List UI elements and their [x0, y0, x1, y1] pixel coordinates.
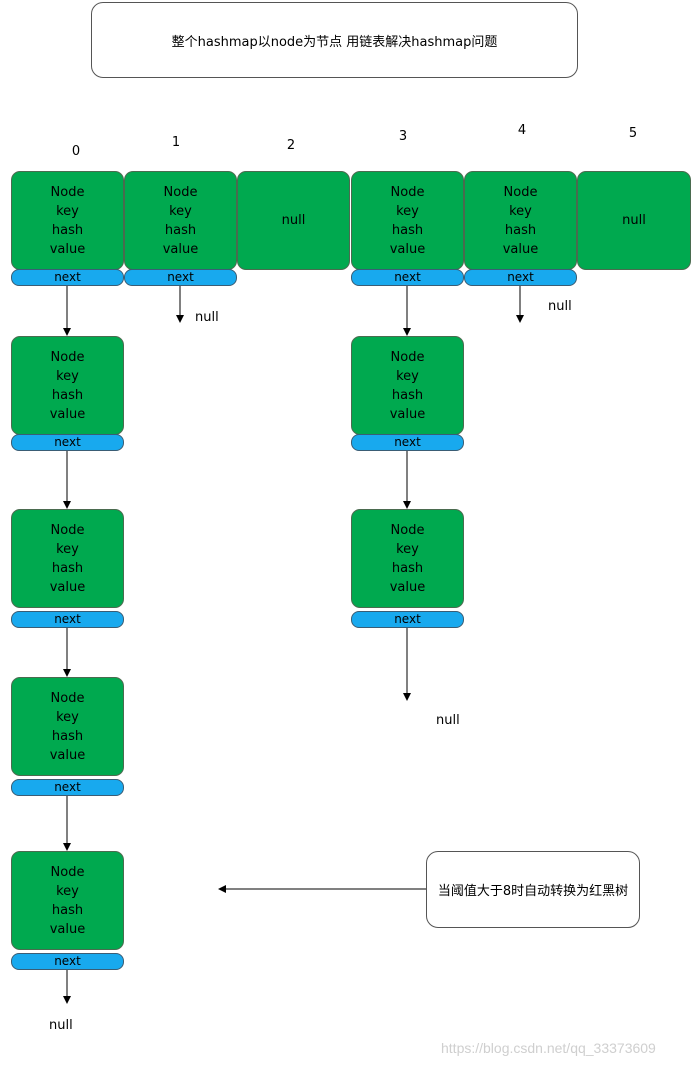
node-chain-3-2: Node key hash value — [351, 509, 464, 608]
next-pointer-chain-0-3: next — [11, 779, 124, 796]
hash-label: hash — [51, 222, 84, 238]
node-label: Node — [50, 522, 85, 538]
node-label: Node — [390, 522, 425, 538]
key-label: key — [169, 203, 192, 219]
treeify-note-box: 当阈值大于8时自动转换为红黑树 — [426, 851, 640, 928]
null-terminator-chain-0: null — [49, 1018, 73, 1033]
next-pointer-chain-3-1: next — [351, 434, 464, 451]
hash-label: hash — [391, 222, 424, 238]
treeify-note-text: 当阈值大于8时自动转换为红黑树 — [437, 884, 629, 899]
value-label: value — [49, 747, 86, 763]
watermark: https://blog.csdn.net/qq_33373609 — [441, 1040, 656, 1056]
node-bucket-4: Node key hash value — [464, 171, 577, 270]
node-chain-0-4: Node key hash value — [11, 851, 124, 950]
node-chain-0-1: Node key hash value — [11, 336, 124, 435]
index-label-5: 5 — [628, 126, 638, 141]
node-chain-0-3: Node key hash value — [11, 677, 124, 776]
hash-label: hash — [504, 222, 537, 238]
value-label: value — [49, 241, 86, 257]
index-label-4: 4 — [517, 123, 527, 138]
key-label: key — [56, 883, 79, 899]
node-label: Node — [503, 184, 538, 200]
next-pointer-chain-3-2: next — [351, 611, 464, 628]
node-label: Node — [390, 184, 425, 200]
title-text: 整个hashmap以node为节点 用链表解决hashmap问题 — [171, 34, 498, 50]
value-label: value — [49, 579, 86, 595]
next-pointer-bucket-0: next — [11, 269, 124, 286]
next-pointer-bucket-1: next — [124, 269, 237, 286]
node-bucket-3: Node key hash value — [351, 171, 464, 270]
null-label: null — [622, 213, 646, 228]
node-bucket-0: Node key hash value — [11, 171, 124, 270]
node-label: Node — [50, 864, 85, 880]
value-label: value — [49, 921, 86, 937]
index-label-2: 2 — [286, 138, 296, 153]
node-bucket-1: Node key hash value — [124, 171, 237, 270]
value-label: value — [389, 579, 426, 595]
node-label: Node — [50, 690, 85, 706]
next-pointer-chain-0-2: next — [11, 611, 124, 628]
node-label: Node — [163, 184, 198, 200]
null-bucket-2: null — [237, 171, 350, 270]
hash-label: hash — [51, 728, 84, 744]
null-label: null — [281, 213, 306, 228]
hash-label: hash — [51, 902, 84, 918]
null-terminator-chain-3: null — [436, 713, 460, 728]
index-label-0: 0 — [71, 144, 81, 159]
next-pointer-chain-0-4: next — [11, 953, 124, 970]
key-label: key — [56, 709, 79, 725]
index-label-3: 3 — [398, 129, 408, 144]
value-label: value — [389, 406, 426, 422]
hash-label: hash — [391, 560, 424, 576]
node-chain-3-1: Node key hash value — [351, 336, 464, 435]
null-bucket-5: null — [577, 171, 691, 270]
value-label: value — [502, 241, 539, 257]
key-label: key — [396, 541, 419, 557]
node-label: Node — [50, 184, 85, 200]
hash-label: hash — [51, 560, 84, 576]
title-box: 整个hashmap以node为节点 用链表解决hashmap问题 — [91, 2, 578, 78]
key-label: key — [509, 203, 532, 219]
node-chain-0-2: Node key hash value — [11, 509, 124, 608]
hash-label: hash — [164, 222, 197, 238]
key-label: key — [396, 368, 419, 384]
hash-label: hash — [51, 387, 84, 403]
next-pointer-bucket-3: next — [351, 269, 464, 286]
key-label: key — [56, 541, 79, 557]
next-pointer-bucket-4: next — [464, 269, 577, 286]
key-label: key — [56, 203, 79, 219]
next-pointer-chain-0-1: next — [11, 434, 124, 451]
key-label: key — [56, 368, 79, 384]
value-label: value — [49, 406, 86, 422]
key-label: key — [396, 203, 419, 219]
null-terminator-bucket-4: null — [548, 299, 572, 314]
value-label: value — [162, 241, 199, 257]
null-terminator-bucket-1: null — [195, 310, 219, 325]
index-label-1: 1 — [171, 135, 181, 150]
hash-label: hash — [391, 387, 424, 403]
node-label: Node — [390, 349, 425, 365]
value-label: value — [389, 241, 426, 257]
node-label: Node — [50, 349, 85, 365]
